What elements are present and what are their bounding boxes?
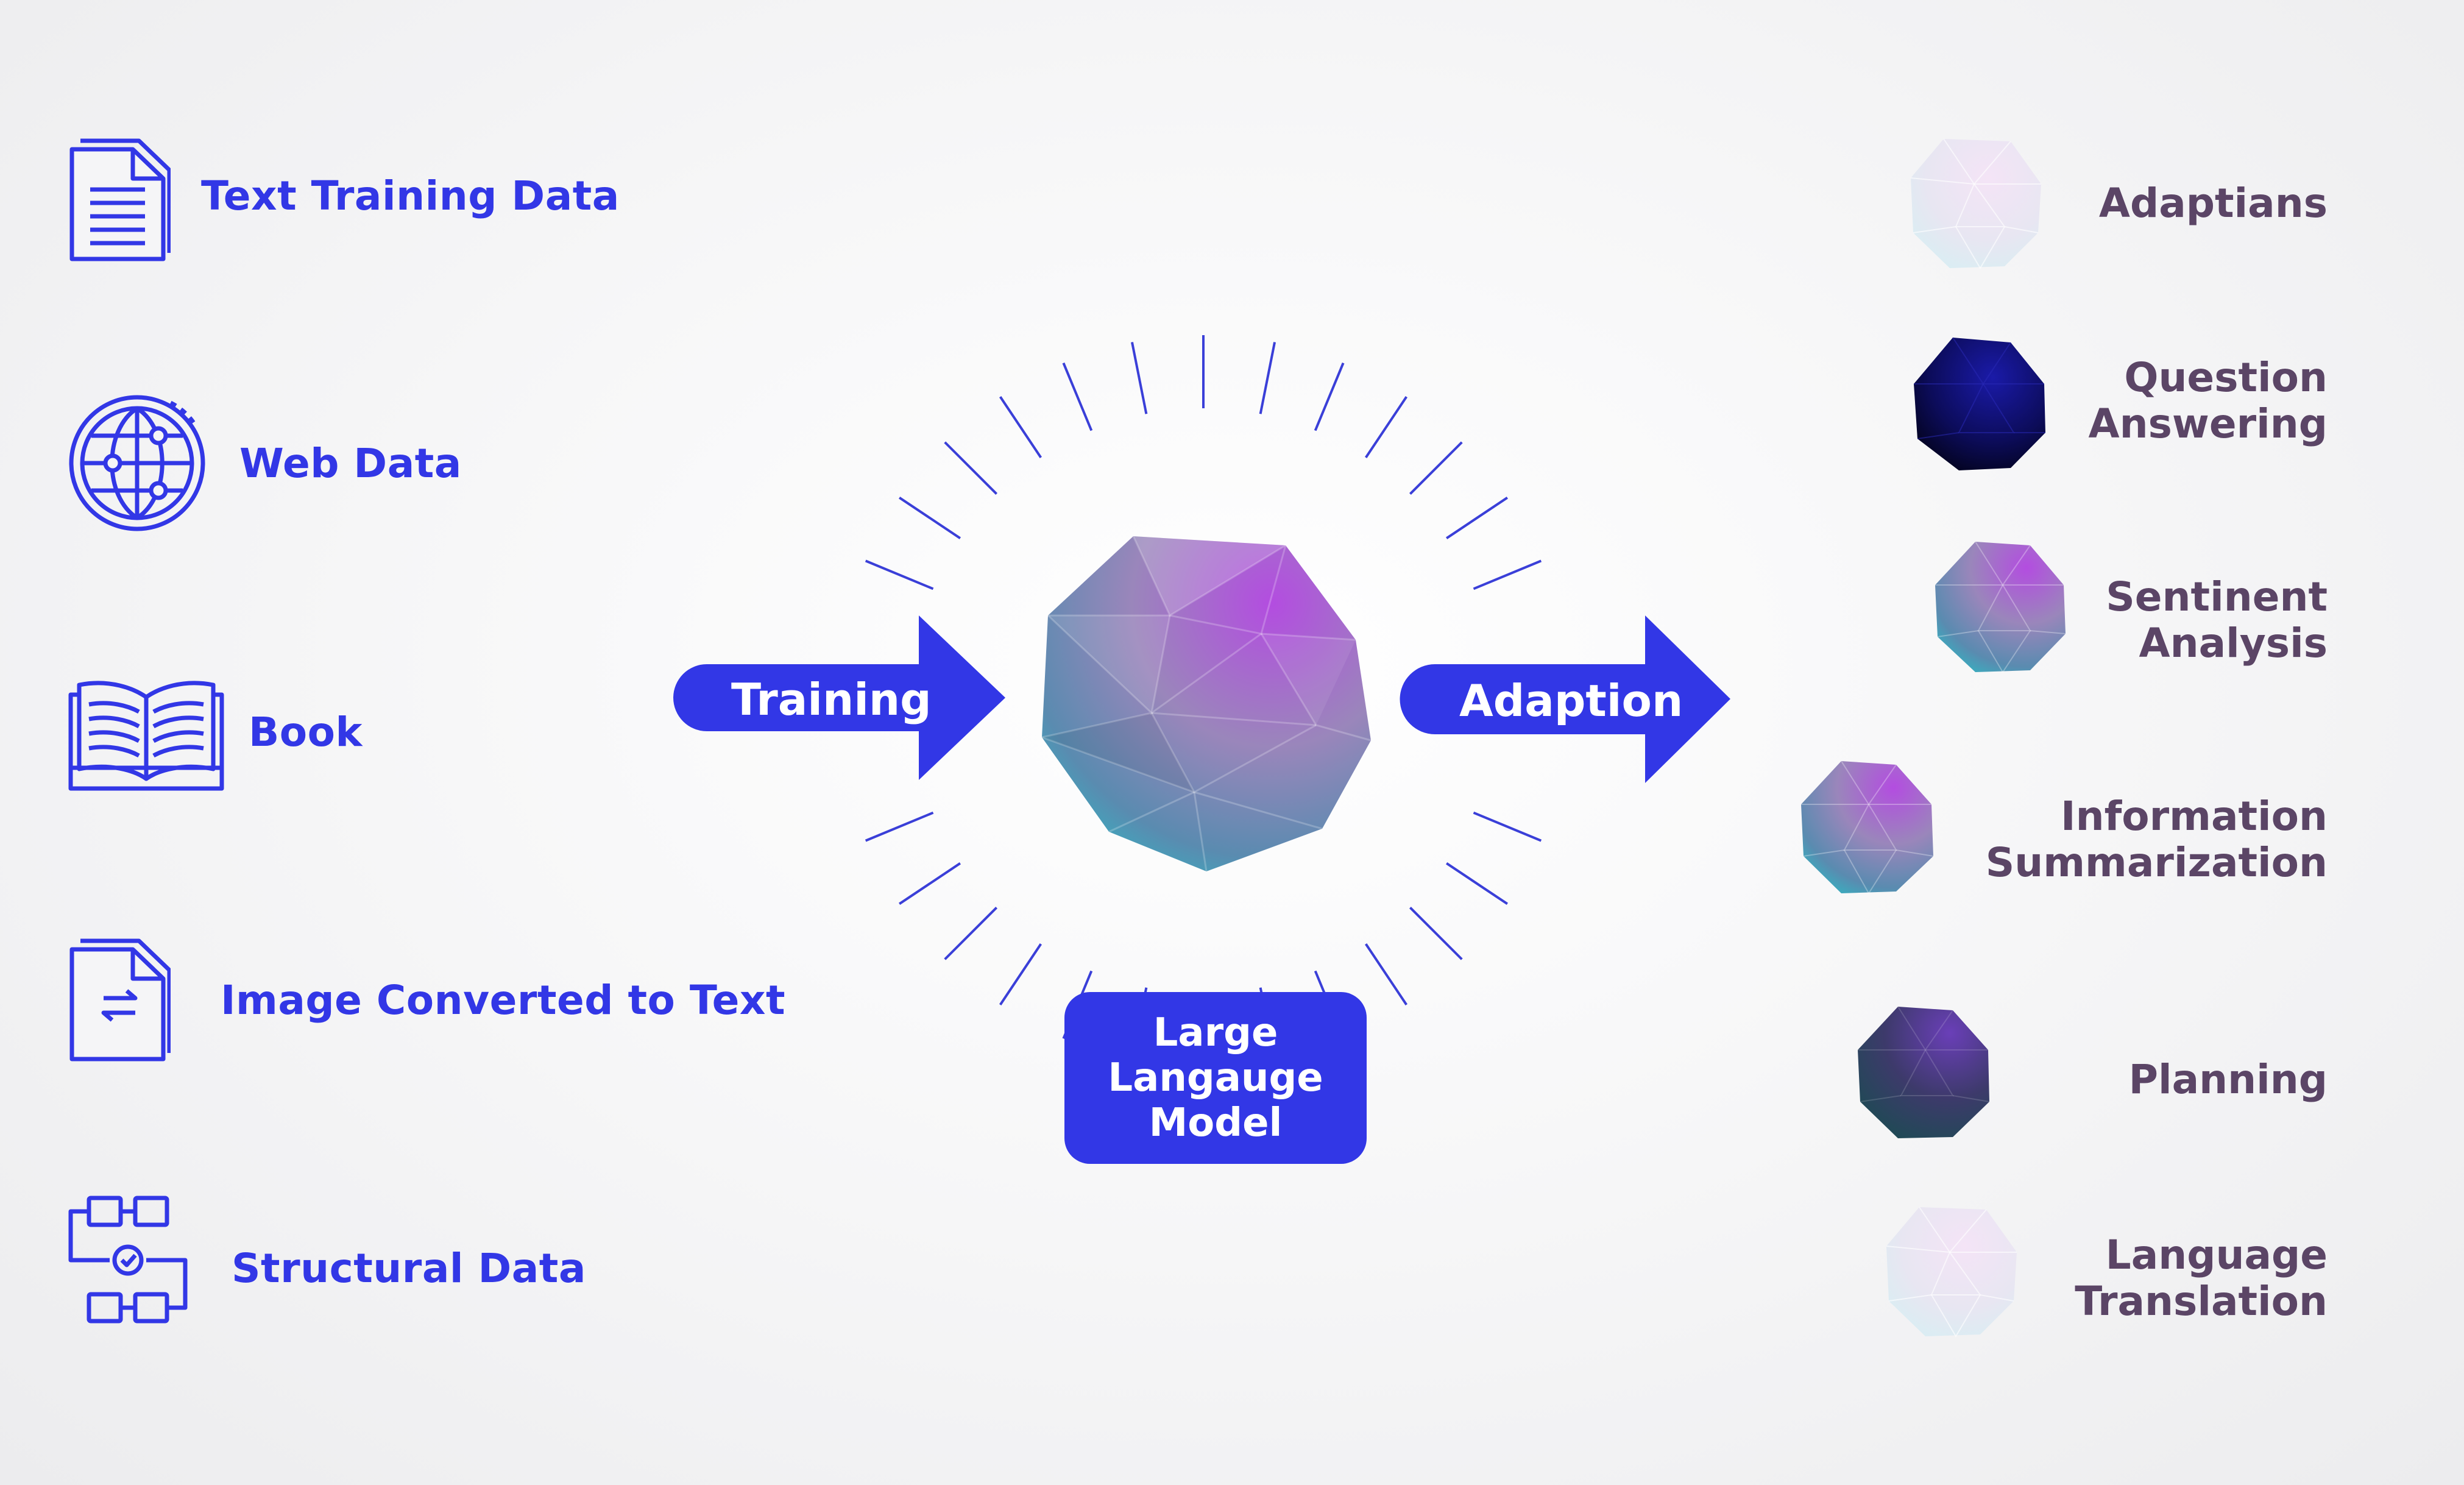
output-label: Translation [2075,1278,2328,1325]
output-item-question-answering: Question Answering [2089,355,2328,447]
llm-label-line: Large [1153,1010,1278,1055]
arrow-right-icon [673,615,1005,780]
output-item-information-summarization: Information Summarization [1986,793,2328,886]
globe-network-icon [69,395,205,531]
burst-line [1259,342,1276,414]
source-label: Web Data [239,440,462,487]
document-icon [69,138,171,261]
output-item-language-translation: Language Translation [2075,1232,2328,1325]
output-item-adaptians: Adaptians [2099,180,2328,227]
burst-line [1445,496,1508,539]
violet-sphere-icon [1858,1006,1990,1138]
flowchart-icon [68,1196,188,1324]
burst-line [1445,862,1508,906]
burst-line [865,559,934,590]
burst-line [1473,559,1542,590]
gradient-sphere-icon [1801,760,1934,895]
burst-line [1365,943,1408,1005]
output-label: Planning [2128,1056,2328,1103]
burst-line [1409,906,1463,960]
source-label: Text Training Data [201,172,620,219]
dark-sphere-icon [1914,337,2045,470]
burst-line [1062,362,1093,431]
output-label: Language [2105,1232,2328,1278]
burst-line [899,862,961,906]
output-label: Information [2061,793,2328,840]
output-label: Answering [2088,400,2328,447]
burst-line [999,396,1042,459]
gradient-sphere-icon [1935,541,2066,673]
adaption-arrow: Adaption [1398,615,1730,783]
burst-line [1314,362,1345,431]
output-label: Question [2124,354,2328,401]
pale-sphere-icon [1886,1207,2017,1338]
output-label: Sentinent [2106,573,2328,620]
burst-line [1365,396,1408,459]
llm-label-line: Model [1149,1100,1283,1146]
output-label: Analysis [2139,620,2328,667]
source-label: Image Converted to Text [221,977,785,1024]
output-label: Adaptians [2098,180,2328,227]
burst-line [1473,811,1542,842]
output-item-planning: Planning [2129,1057,2328,1103]
llm-label-box: Large Langauge Model [1064,992,1367,1164]
source-label: Book [249,709,363,756]
training-arrow: Training [670,615,1005,780]
output-item-sentinent-analysis: Sentinent Analysis [2106,574,2328,667]
training-label: Training [731,674,932,725]
source-label: Structural Data [232,1245,586,1292]
pale-sphere-icon [1910,138,2041,269]
burst-line [1409,441,1463,495]
burst-line [944,441,998,495]
burst-line [899,496,961,539]
burst-line [944,906,998,960]
llm-sphere-icon [1041,536,1372,872]
open-book-icon [68,681,224,791]
output-label: Summarization [1985,839,2328,886]
file-convert-icon [69,938,171,1061]
llm-label-line: Langauge [1108,1055,1323,1100]
burst-line [999,943,1042,1005]
arrow-right-icon [1400,615,1730,783]
burst-line [865,811,934,842]
burst-line [1130,342,1148,414]
adaption-label: Adaption [1459,675,1683,726]
